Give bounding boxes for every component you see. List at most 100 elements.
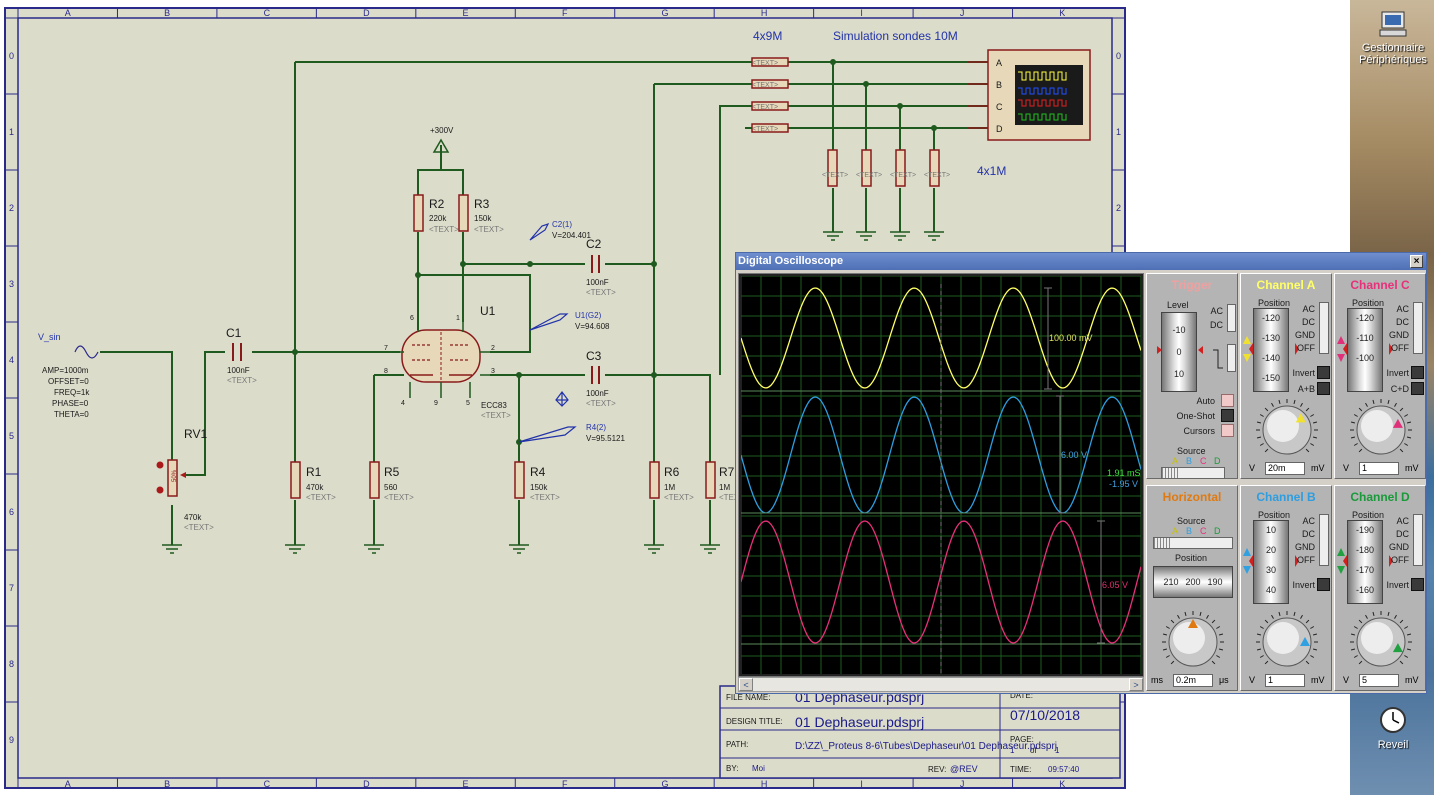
- auto-button[interactable]: [1221, 394, 1234, 407]
- oscilloscope-window[interactable]: Digital Oscilloscope × 100.00 mV 6.00 V …: [735, 252, 1427, 694]
- supply-arrow-icon: [432, 138, 450, 153]
- wires: [100, 61, 988, 545]
- probe-r-bottom-4[interactable]: [929, 149, 940, 187]
- source-letter-c: C: [1200, 526, 1207, 536]
- channel-b-mode-switch[interactable]: [1319, 514, 1329, 566]
- scroll-right-button[interactable]: >: [1129, 678, 1143, 691]
- level-label: Level: [1167, 300, 1189, 310]
- probe-r-bottom-3[interactable]: [895, 149, 906, 187]
- channel-c-volts-field[interactable]: 1: [1359, 462, 1399, 475]
- invert-button[interactable]: [1317, 578, 1330, 591]
- channel-a-volts-field[interactable]: 20m: [1265, 462, 1305, 475]
- mode-label: OFF: [1391, 555, 1409, 565]
- drum-tick: -130: [1261, 333, 1280, 343]
- invert-button[interactable]: [1411, 578, 1424, 591]
- probe-r-top-4[interactable]: [751, 123, 789, 133]
- channel-d-mode-switch[interactable]: [1413, 514, 1423, 566]
- amplitude-markers: [940, 284, 1105, 674]
- horizontal-position-drum[interactable]: 210 200 190: [1153, 566, 1233, 598]
- channel-c-mode-switch[interactable]: [1413, 302, 1423, 354]
- scroll-left-button[interactable]: <: [739, 678, 753, 691]
- tb-page-total: 1: [1055, 746, 1060, 755]
- ground-icon: [509, 544, 529, 554]
- r1-ref: R1: [306, 465, 322, 479]
- r6-body[interactable]: [649, 461, 660, 499]
- invert-button[interactable]: [1317, 366, 1330, 379]
- drum-tick: -120: [1355, 313, 1374, 323]
- position-label: Position: [1352, 298, 1385, 308]
- sum-button[interactable]: [1317, 382, 1330, 395]
- timebase-knob[interactable]: [1149, 602, 1237, 674]
- r2-body[interactable]: [413, 194, 424, 232]
- horizontal-scrollbar[interactable]: < >: [738, 677, 1144, 692]
- desktop-icon-label: Périphériques: [1359, 54, 1427, 66]
- desktop-icon-reveil[interactable]: Reveil: [1354, 705, 1432, 751]
- r4-body[interactable]: [514, 461, 525, 499]
- channel-c-volts-knob[interactable]: [1337, 390, 1425, 462]
- capacitors: [232, 255, 600, 384]
- close-button[interactable]: ×: [1410, 255, 1423, 268]
- probe-r-bottom-2[interactable]: [861, 149, 872, 187]
- source-letter-b: B: [1186, 456, 1193, 466]
- r1-body[interactable]: [290, 461, 301, 499]
- channel-d-volts-knob[interactable]: [1337, 602, 1425, 674]
- unit-right: mV: [1311, 675, 1325, 685]
- text-placeholder: <TEXT>: [752, 60, 778, 67]
- one-shot-button[interactable]: [1221, 409, 1234, 422]
- edge-switch[interactable]: [1227, 344, 1236, 372]
- text-placeholder: <TEXT>: [429, 225, 459, 234]
- channel-b-volts-field[interactable]: 1: [1265, 674, 1305, 687]
- trigger-level-drum[interactable]: -10 0 10: [1161, 312, 1197, 392]
- oscilloscope-instrument[interactable]: [968, 49, 1091, 141]
- timebase-field[interactable]: 0.2m: [1173, 674, 1213, 687]
- ground-icon: [700, 544, 720, 554]
- drum-tick: -170: [1355, 565, 1374, 575]
- tube-u1[interactable]: [392, 322, 492, 398]
- r7-value: 1M: [719, 483, 730, 492]
- channel-d-position-drum[interactable]: -190-180-170-160: [1347, 520, 1383, 604]
- horizontal-source-slider[interactable]: [1153, 537, 1233, 549]
- unit-left: V: [1249, 463, 1256, 473]
- rv1-ref: RV1: [184, 427, 207, 441]
- drum-tick: -140: [1261, 353, 1280, 363]
- scope-pin-label: C: [996, 102, 1003, 112]
- rv1-body[interactable]: [167, 459, 178, 497]
- tb-design-title: 01 Dephaseur.pdsprj: [795, 714, 924, 730]
- border-column-label: H: [761, 779, 768, 789]
- r5-body[interactable]: [369, 461, 380, 499]
- channel-a-position-drum[interactable]: -120-130-140-150: [1253, 308, 1289, 392]
- scope-screen[interactable]: 100.00 mV 6.00 V 6.05 V 1.91 mS -1.95 V: [738, 273, 1144, 677]
- edge-icon: [1213, 349, 1223, 369]
- border-column-label: J: [960, 8, 965, 18]
- invert-button[interactable]: [1411, 366, 1424, 379]
- channel-title: Channel C: [1350, 278, 1410, 292]
- r7-body[interactable]: [705, 461, 716, 499]
- border-column-label: D: [363, 8, 370, 18]
- r3-body[interactable]: [458, 194, 469, 232]
- desktop-icon-gestionnaire[interactable]: Gestionnaire Périphériques: [1354, 10, 1432, 66]
- channel-c-position-drum[interactable]: -120-110-100: [1347, 308, 1383, 392]
- channel-d-volts-field[interactable]: 5: [1359, 674, 1399, 687]
- border-column-label: K: [1059, 779, 1065, 789]
- channel-b-volts-knob[interactable]: [1243, 602, 1331, 674]
- probe-r-top-3[interactable]: [751, 101, 789, 111]
- trigger-source-slider[interactable]: [1161, 467, 1225, 479]
- cursors-button[interactable]: [1221, 424, 1234, 437]
- position-label: Position: [1258, 298, 1291, 308]
- text-placeholder: <TEXT>: [586, 288, 616, 297]
- probe-r-top-2[interactable]: [751, 79, 789, 89]
- channel-a-mode-switch[interactable]: [1319, 302, 1329, 354]
- c2-plates[interactable]: [591, 255, 600, 273]
- sum-button[interactable]: [1411, 382, 1424, 395]
- c3-plates[interactable]: [591, 366, 600, 384]
- ac-dc-switch[interactable]: [1227, 304, 1236, 332]
- r3-ref: R3: [474, 197, 490, 211]
- probe-r-bottom-1[interactable]: [827, 149, 838, 187]
- window-titlebar[interactable]: Digital Oscilloscope: [736, 253, 1426, 270]
- drum-tick: 20: [1265, 545, 1276, 555]
- channel-a-volts-knob[interactable]: [1243, 390, 1331, 462]
- c1-plates[interactable]: [232, 343, 242, 361]
- probe-r-top-1[interactable]: [751, 57, 789, 67]
